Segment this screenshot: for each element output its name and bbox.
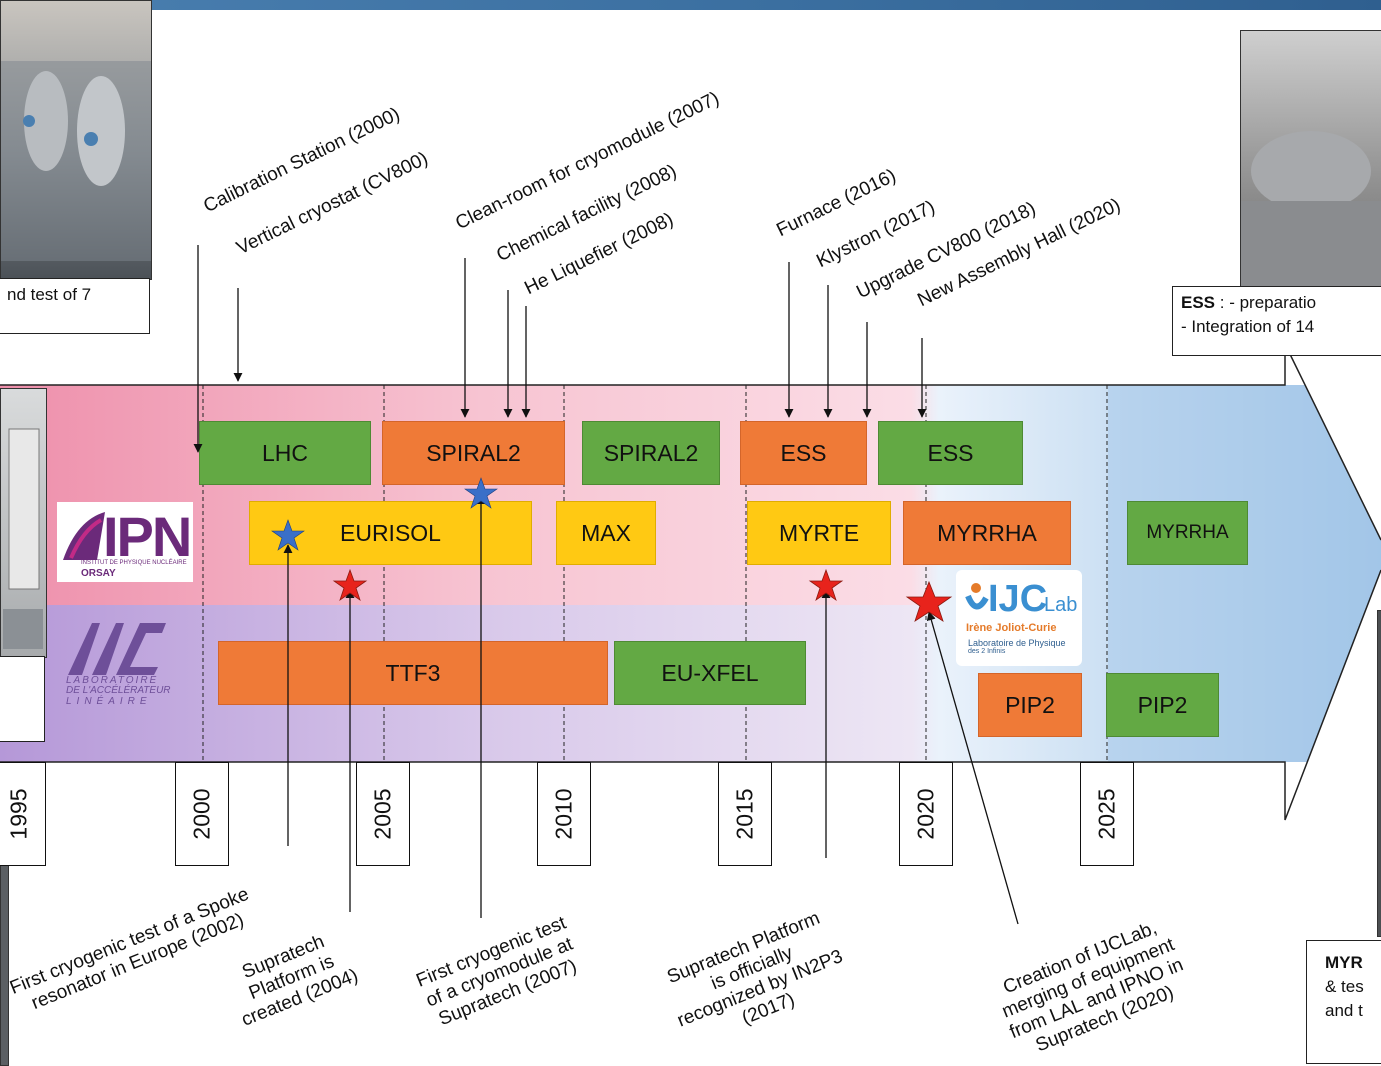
project-myrrha-b: MYRRHA: [1127, 501, 1248, 565]
red-star-icon: [905, 580, 953, 622]
year-label: 2025: [1080, 762, 1134, 866]
year-label: 2010: [537, 762, 591, 866]
project-spiral2-b: SPIRAL2: [582, 421, 720, 485]
photo-left-lab: [0, 388, 47, 658]
project-myrte: MYRTE: [747, 501, 891, 565]
project-lhc: LHC: [199, 421, 371, 485]
red-star-icon: [332, 568, 368, 602]
project-ess-a: ESS: [740, 421, 867, 485]
top-bar: [0, 0, 1381, 10]
photo-ess: [1240, 30, 1381, 288]
year-label: 2005: [356, 762, 410, 866]
year-label: 2015: [718, 762, 772, 866]
caption-ess: ESS : - preparatio - Integration of 14: [1172, 286, 1381, 356]
blue-star-icon: [464, 477, 498, 509]
caption-myrrha: MYR & tes and t: [1306, 940, 1381, 1064]
project-pip2-b: PIP2: [1106, 673, 1219, 737]
year-label: 2020: [899, 762, 953, 866]
ijclab-logo: IJC Lab Irène Joliot-Curie Laboratoire d…: [956, 570, 1082, 666]
blue-star-icon: [271, 519, 305, 551]
photo-myrrha: [1377, 610, 1381, 937]
caption-top-left: nd test of 7: [0, 278, 150, 334]
project-ttf3: TTF3: [218, 641, 608, 705]
project-max: MAX: [556, 501, 656, 565]
caption-left: [0, 656, 45, 742]
project-spiral2-a: SPIRAL2: [382, 421, 565, 485]
red-star-icon: [808, 568, 844, 602]
lal-logo: LABORATOIRE DE L'ACCÉLÉRATEUR LINÉAIRE: [62, 617, 188, 709]
photo-top-left: [0, 0, 152, 280]
year-label: 2000: [175, 762, 229, 866]
project-eu-xfel: EU-XFEL: [614, 641, 806, 705]
project-myrrha-a: MYRRHA: [903, 501, 1071, 565]
ipn-logo: IPN INSTITUT DE PHYSIQUE NUCLÉAIRE ORSAY: [57, 502, 193, 582]
project-pip2-a: PIP2: [978, 673, 1082, 737]
project-ess-b: ESS: [878, 421, 1023, 485]
year-label: 1995: [0, 762, 46, 866]
